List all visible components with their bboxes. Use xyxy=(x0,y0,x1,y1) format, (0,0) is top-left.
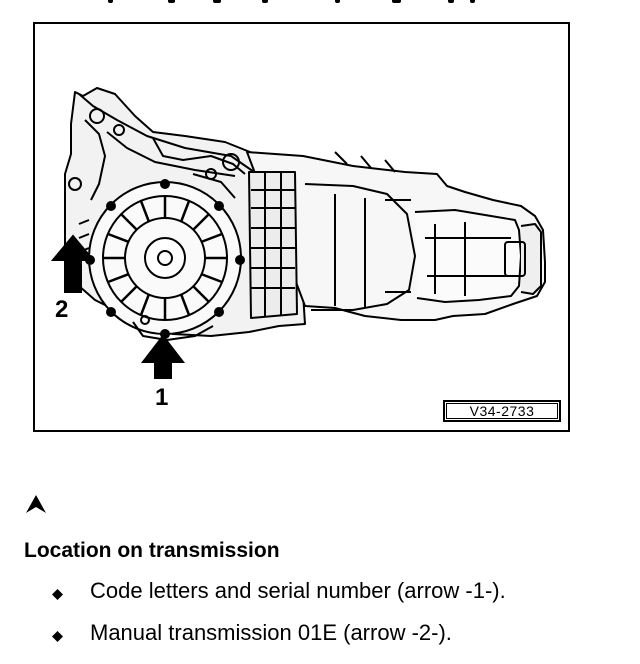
bullet-text: Manual transmission 01E (arrow -2-). xyxy=(90,620,452,645)
diamond-bullet-icon xyxy=(52,631,63,642)
list-item: Manual transmission 01E (arrow -2-). xyxy=(0,618,640,660)
figure-frame: 2 1 V34-2733 xyxy=(33,22,570,432)
cropped-text-fragments xyxy=(0,0,640,6)
callout-1-label: 1 xyxy=(155,384,169,411)
section-heading: Location on transmission xyxy=(24,539,280,562)
transmission-illustration-icon xyxy=(50,87,546,379)
bullet-text: Code letters and serial number (arrow -1… xyxy=(90,578,506,603)
arrow-2-icon xyxy=(50,234,96,293)
figure-id-label: V34-2733 xyxy=(443,400,561,422)
callout-2-label: 2 xyxy=(55,296,69,323)
arrow-1-icon xyxy=(140,334,186,379)
diamond-bullet-icon xyxy=(52,589,63,600)
list-item: Code letters and serial number (arrow -1… xyxy=(0,576,640,618)
figure-arrow-icon xyxy=(26,495,46,513)
bullet-list: Code letters and serial number (arrow -1… xyxy=(0,576,640,660)
